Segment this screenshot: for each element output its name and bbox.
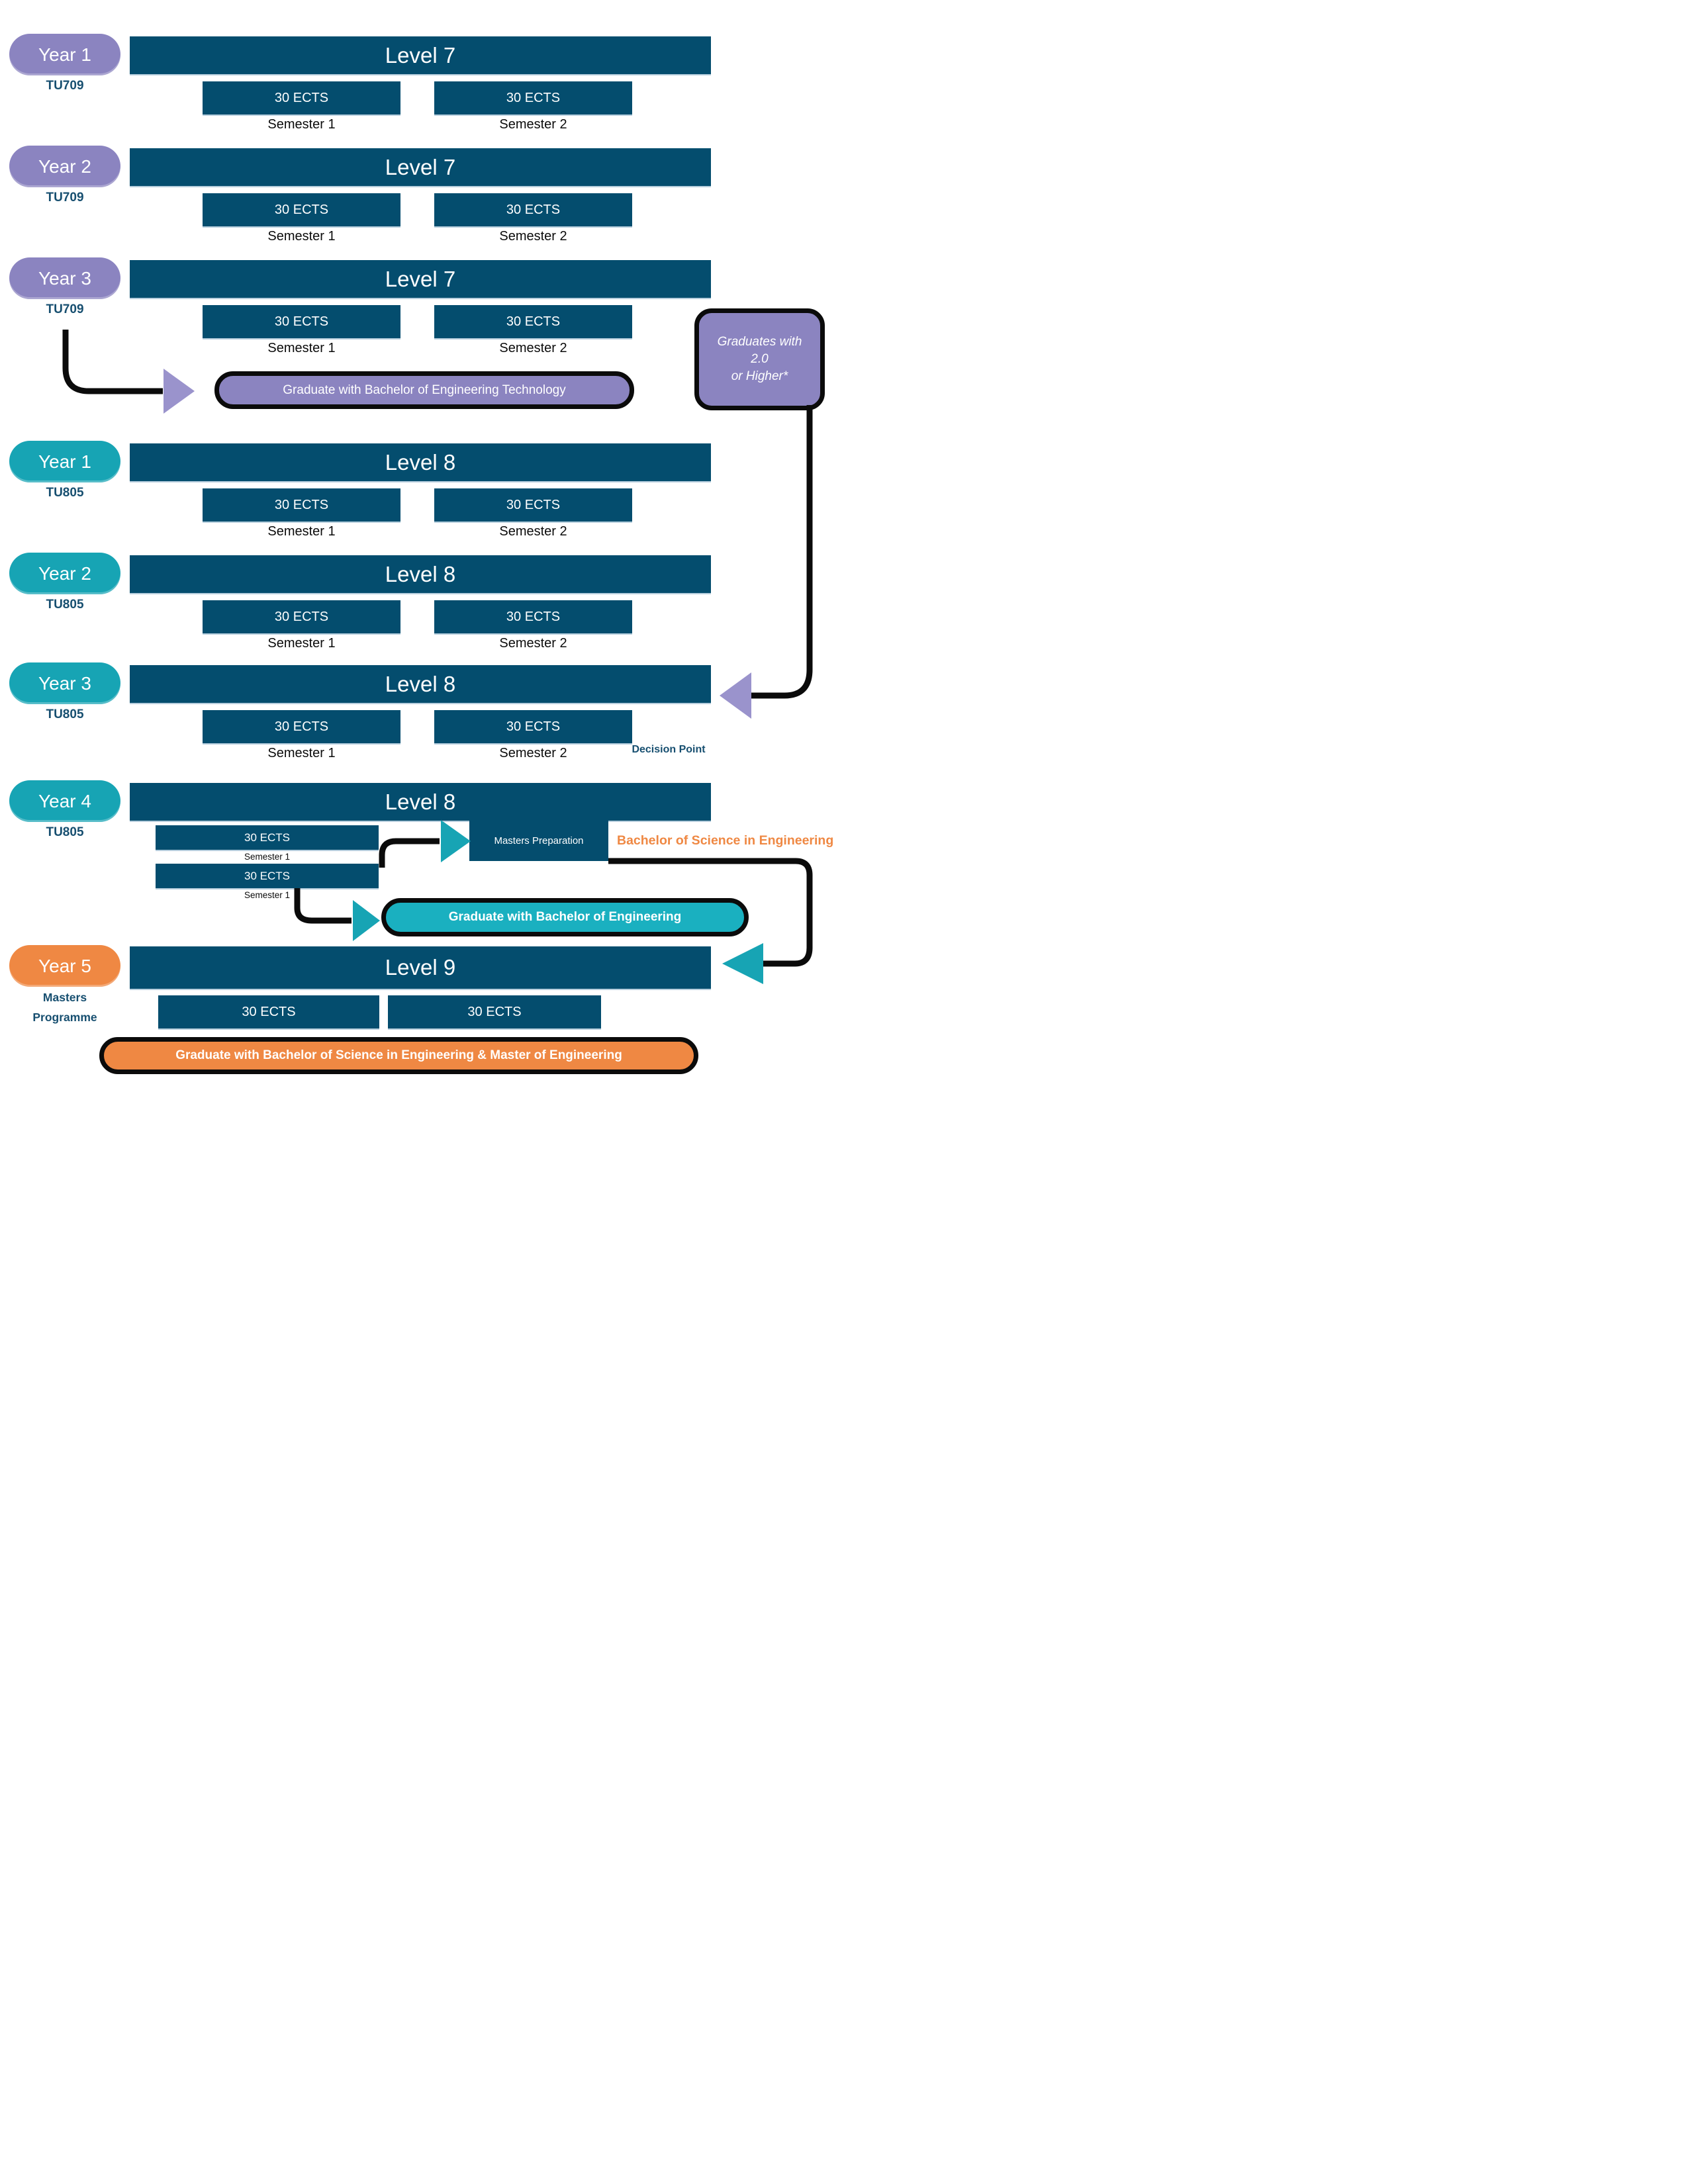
programme-code-l7-y2: TU709 bbox=[9, 191, 120, 205]
semester-label-l7-y1-s1: Semester 1 bbox=[203, 117, 400, 132]
ects-box-l8-y1-s1: 30 ECTS bbox=[203, 488, 400, 522]
semester-label-l7-y3-s2: Semester 2 bbox=[434, 341, 632, 356]
level-bar-label: Level 7 bbox=[385, 155, 455, 180]
arrowhead-btech-right-icon bbox=[164, 369, 195, 414]
semester-label-l8-y1-s2: Semester 2 bbox=[434, 524, 632, 539]
gpa-line-2: 2.0 bbox=[751, 351, 768, 368]
ects-box-l9-s1: 30 ECTS bbox=[158, 995, 379, 1028]
ects-box-l8-y1-s2: 30 ECTS bbox=[434, 488, 632, 522]
year-pill-label: Year 3 bbox=[38, 268, 91, 289]
ects-box-l8-y4-b: 30 ECTS bbox=[156, 864, 379, 888]
semester-label-l8-y4-b: Semester 1 bbox=[156, 890, 379, 900]
ects-box-l9-s2: 30 ECTS bbox=[388, 995, 601, 1028]
level-bar-l8-y4: Level 8 bbox=[130, 783, 711, 821]
ects-box-l7-y3-s2: 30 ECTS bbox=[434, 305, 632, 338]
programme-code-l8-y3: TU805 bbox=[9, 707, 120, 722]
level-bar-l9-y5: Level 9 bbox=[130, 946, 711, 989]
semester-label-l8-y4-a: Semester 1 bbox=[156, 852, 379, 862]
year-pill-l8-y3: Year 3 bbox=[9, 662, 120, 704]
graduate-beng-pill: Graduate with Bachelor of Engineering bbox=[381, 898, 749, 936]
year-pill-l8-y1: Year 1 bbox=[9, 441, 120, 482]
connector-gpa-to-l8y3 bbox=[751, 405, 810, 696]
level-bar-l7-y1: Level 7 bbox=[130, 36, 711, 74]
year-pill-label: Year 3 bbox=[38, 673, 91, 694]
programme-pathway-diagram: Year 1 TU709 Level 7 30 ECTS 30 ECTS Sem… bbox=[0, 0, 844, 1092]
year-pill-label: Year 1 bbox=[38, 451, 91, 473]
graduate-final-label: Graduate with Bachelor of Science in Eng… bbox=[175, 1048, 622, 1063]
year-pill-l8-y2: Year 2 bbox=[9, 553, 120, 594]
year-pill-label: Year 2 bbox=[38, 563, 91, 584]
masters-preparation-label: Masters Preparation bbox=[494, 835, 583, 846]
graduate-final-pill: Graduate with Bachelor of Science in Eng… bbox=[99, 1037, 698, 1074]
programme-code-l8-y1: TU805 bbox=[9, 486, 120, 500]
level-bar-label: Level 8 bbox=[385, 450, 455, 475]
semester-label-l7-y3-s1: Semester 1 bbox=[203, 341, 400, 356]
level-bar-label: Level 8 bbox=[385, 672, 455, 697]
semester-label-l8-y3-s1: Semester 1 bbox=[203, 746, 400, 761]
graduate-btech-pill: Graduate with Bachelor of Engineering Te… bbox=[214, 371, 634, 409]
semester-label-l7-y2-s1: Semester 1 bbox=[203, 229, 400, 244]
masters-preparation-box: Masters Preparation bbox=[469, 821, 608, 861]
arrowhead-beng-right-icon bbox=[353, 900, 380, 941]
arrowhead-l8y3-left-icon bbox=[720, 672, 751, 719]
arrowhead-masters-prep-right-icon bbox=[441, 820, 471, 862]
connector-y3-to-btech-pill bbox=[66, 330, 163, 391]
programme-code-l7-y3: TU709 bbox=[9, 302, 120, 317]
graduate-beng-label: Graduate with Bachelor of Engineering bbox=[449, 910, 682, 925]
programme-code-l8-y2: TU805 bbox=[9, 598, 120, 612]
ects-box-l8-y3-s1: 30 ECTS bbox=[203, 710, 400, 743]
year-pill-l7-y2: Year 2 bbox=[9, 146, 120, 187]
semester-label-l8-y3-s2: Semester 2 bbox=[434, 746, 632, 761]
ects-box-l7-y1-s2: 30 ECTS bbox=[434, 81, 632, 114]
graduate-btech-label: Graduate with Bachelor of Engineering Te… bbox=[283, 383, 565, 398]
programme-code-l8-y4: TU805 bbox=[9, 825, 120, 840]
year-pill-l7-y1: Year 1 bbox=[9, 34, 120, 75]
year-pill-label: Year 1 bbox=[38, 44, 91, 66]
level-bar-label: Level 7 bbox=[385, 267, 455, 292]
ects-box-l7-y2-s2: 30 ECTS bbox=[434, 193, 632, 226]
year-pill-l9-y5: Year 5 bbox=[9, 945, 120, 987]
programme-label-programme: Programme bbox=[3, 1011, 127, 1024]
level-bar-label: Level 8 bbox=[385, 790, 455, 815]
programme-label-masters: Masters bbox=[3, 991, 127, 1005]
gpa-requirement-callout: Graduates with 2.0 or Higher* bbox=[694, 308, 825, 410]
level-bar-l8-y1: Level 8 bbox=[130, 443, 711, 481]
ects-box-l8-y2-s2: 30 ECTS bbox=[434, 600, 632, 633]
arrowhead-l9-left-icon bbox=[722, 943, 763, 984]
semester-label-l8-y1-s1: Semester 1 bbox=[203, 524, 400, 539]
level-bar-l8-y2: Level 8 bbox=[130, 555, 711, 593]
level-bar-label: Level 9 bbox=[385, 955, 455, 980]
level-bar-l7-y2: Level 7 bbox=[130, 148, 711, 186]
gpa-line-1: Graduates with bbox=[718, 334, 802, 351]
ects-box-l8-y4-a: 30 ECTS bbox=[156, 825, 379, 850]
semester-label-l7-y2-s2: Semester 2 bbox=[434, 229, 632, 244]
ects-box-l7-y2-s1: 30 ECTS bbox=[203, 193, 400, 226]
year-pill-label: Year 5 bbox=[38, 956, 91, 977]
decision-point-label: Decision Point bbox=[612, 744, 725, 756]
level-bar-l7-y3: Level 7 bbox=[130, 260, 711, 298]
level-bar-label: Level 8 bbox=[385, 562, 455, 587]
year-pill-label: Year 4 bbox=[38, 791, 91, 812]
programme-code-l7-y1: TU709 bbox=[9, 79, 120, 93]
year-pill-l7-y3: Year 3 bbox=[9, 257, 120, 299]
level-bar-label: Level 7 bbox=[385, 43, 455, 68]
gpa-line-3: or Higher* bbox=[731, 368, 788, 385]
ects-box-l7-y1-s1: 30 ECTS bbox=[203, 81, 400, 114]
ects-box-l8-y2-s1: 30 ECTS bbox=[203, 600, 400, 633]
ects-box-l8-y3-s2: 30 ECTS bbox=[434, 710, 632, 743]
year-pill-label: Year 2 bbox=[38, 156, 91, 177]
bsc-engineering-label: Bachelor of Science in Engineering bbox=[617, 833, 833, 848]
ects-box-l7-y3-s1: 30 ECTS bbox=[203, 305, 400, 338]
connector-ects-to-masters-prep bbox=[382, 841, 440, 868]
semester-label-l8-y2-s2: Semester 2 bbox=[434, 636, 632, 651]
semester-label-l8-y2-s1: Semester 1 bbox=[203, 636, 400, 651]
level-bar-l8-y3: Level 8 bbox=[130, 665, 711, 703]
year-pill-l8-y4: Year 4 bbox=[9, 780, 120, 822]
semester-label-l7-y1-s2: Semester 2 bbox=[434, 117, 632, 132]
